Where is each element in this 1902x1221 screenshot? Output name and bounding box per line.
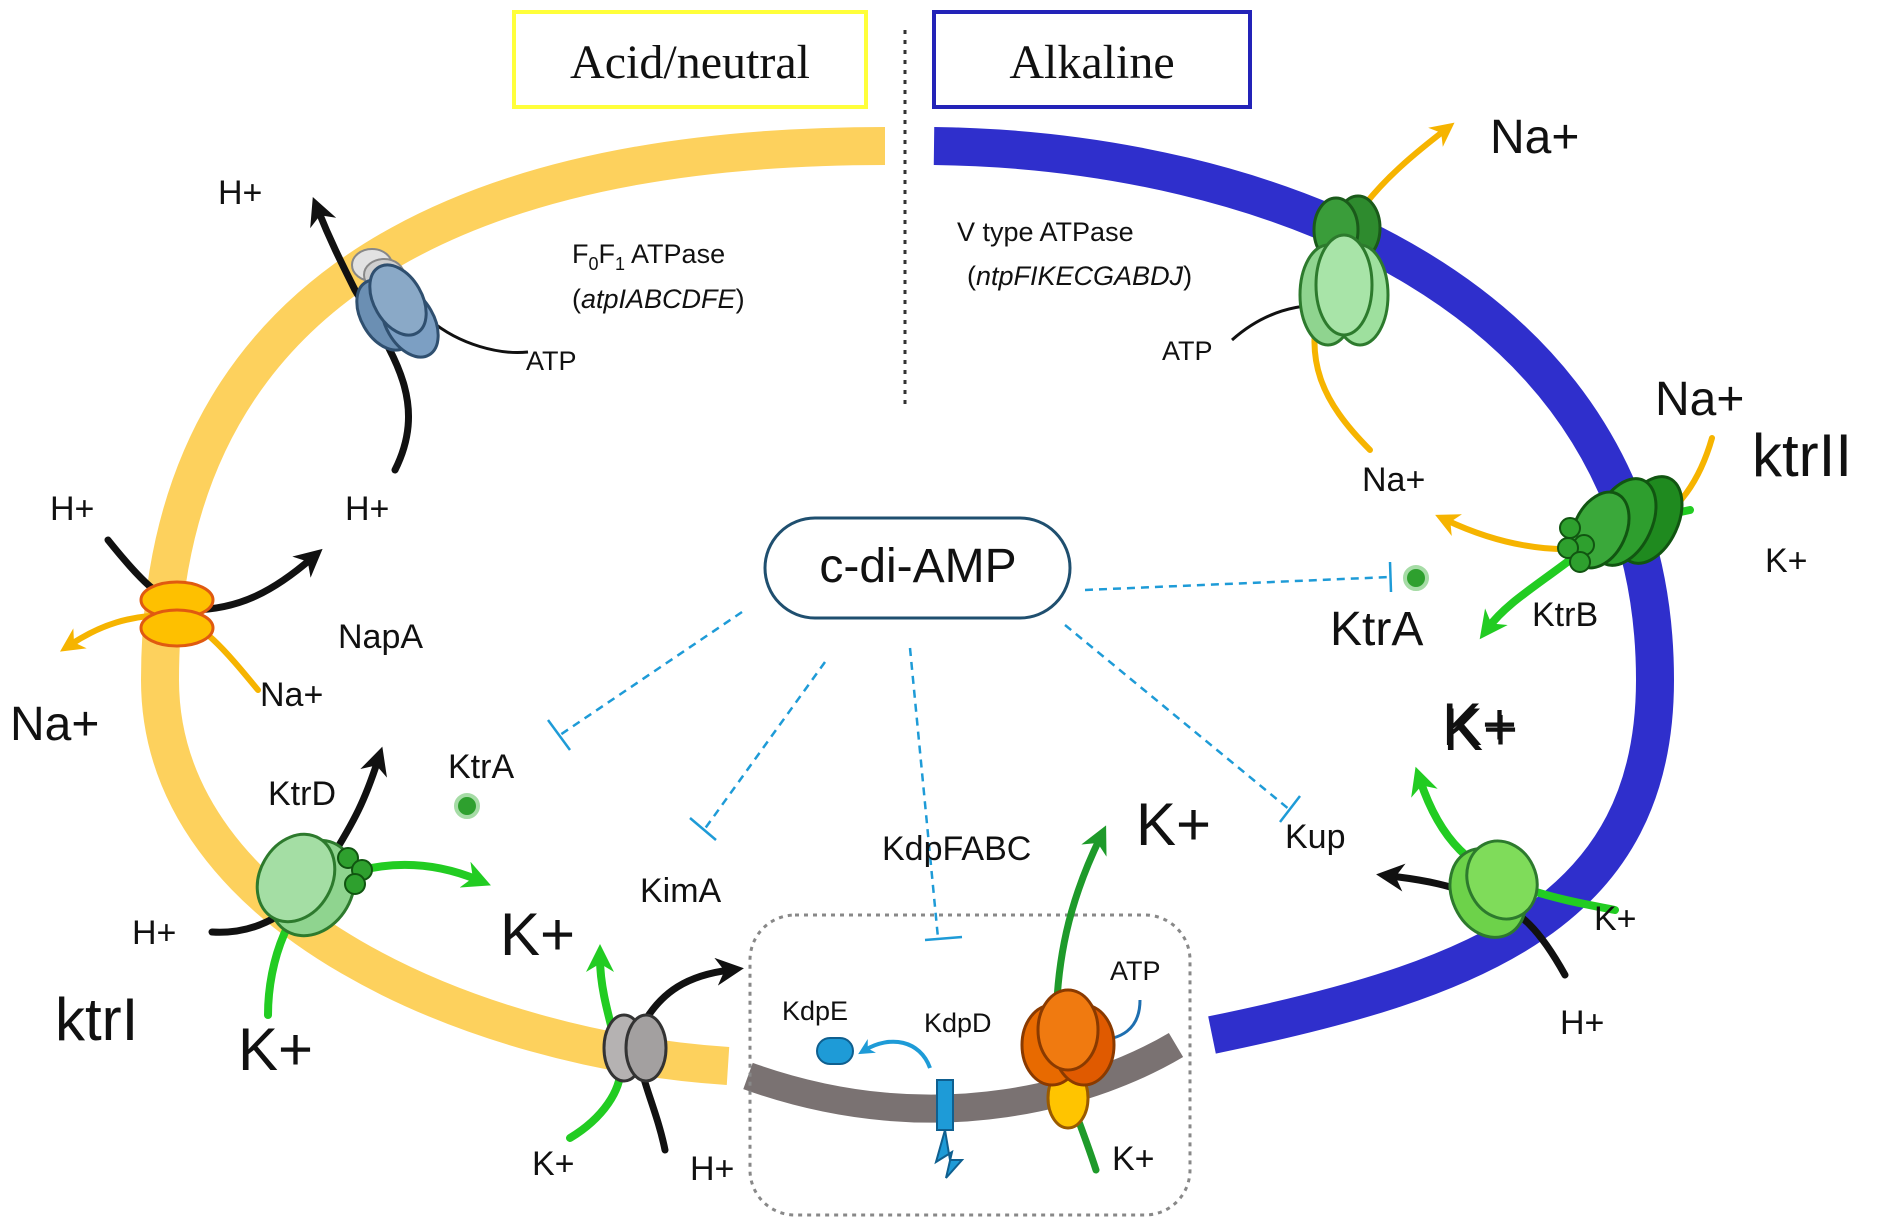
napa-sodium-in: Na+ <box>260 676 323 714</box>
inhibit-ktra-left <box>559 610 743 737</box>
kdpd-icon <box>936 1079 954 1131</box>
ktr2-sodium-out: Na+ <box>1362 461 1425 499</box>
kdpd-label: KdpD <box>924 1008 992 1038</box>
acid-header-box <box>512 10 868 109</box>
kup-transporter-icon <box>1448 839 1539 939</box>
alkaline-header: Alkaline <box>1009 36 1174 89</box>
kima-proton-label: H+ <box>690 1150 734 1188</box>
kdp-box <box>748 913 1192 1217</box>
kdpe-icon <box>816 1037 854 1065</box>
c-di-amp-label: c-di-AMP <box>819 540 1016 593</box>
f0f1-genes: (atpIABCDFE) <box>572 284 745 314</box>
f0f1-proton-out: H+ <box>218 174 262 212</box>
napa-proton-in-left: H+ <box>50 490 94 528</box>
ktr1-system-label: ktrI <box>55 986 138 1053</box>
kima-name: KimA <box>640 872 722 910</box>
kdpfabc-transporter-icon <box>1020 988 1116 1130</box>
kima-potassium-in: K+ <box>532 1145 575 1183</box>
ktr1-potassium-in: K+ <box>238 1016 313 1083</box>
kup-potassium-in: K+ <box>1594 900 1637 938</box>
ktr2-system-label: ktrII <box>1752 422 1852 489</box>
inhibit-ktra-right-bar <box>1388 561 1393 593</box>
napa-sodium-out: Na+ <box>10 698 99 751</box>
ktra-right-icon <box>1403 565 1429 591</box>
inhibit-kdp <box>908 647 940 939</box>
ktra-left-icon <box>454 793 480 819</box>
ktrb-label: KtrB <box>1532 596 1598 634</box>
ktrd-label: KtrD <box>268 775 336 813</box>
vtype-sodium-out: Na+ <box>1490 111 1579 164</box>
ktr2-potassium-out: K+ <box>1442 691 1517 758</box>
ktra-right-label: KtrA <box>1330 603 1423 656</box>
ktr2-sodium-in: Na+ <box>1655 373 1744 426</box>
kup-potassium-out: K+ <box>1443 696 1518 763</box>
ktr2-potassium-in: K+ <box>1765 542 1808 580</box>
c-di-amp-node[interactable] <box>763 516 1072 620</box>
vtype-name: V type ATPase <box>957 217 1134 247</box>
kdp-potassium-in: K+ <box>1112 1140 1155 1178</box>
f0f1-proton-in: H+ <box>345 490 389 528</box>
inhibit-ktra-right <box>1084 575 1391 592</box>
kima-transporter-icon <box>602 1013 668 1083</box>
inhibit-kima <box>702 661 827 831</box>
ktrd-transporter-icon <box>255 832 373 938</box>
kdp-potassium-out: K+ <box>1136 791 1211 858</box>
inhibit-kup-bar <box>1279 795 1301 823</box>
napa-transporter-icon <box>139 580 215 648</box>
alkaline-membrane <box>933 127 1675 1054</box>
inner-membrane <box>743 1032 1184 1123</box>
kdpfabc-label: KdpFABC <box>882 830 1031 868</box>
kdp-atp-label: ATP <box>1110 956 1161 986</box>
kdpd-signal-icon <box>934 1129 965 1179</box>
inhibit-kup <box>1064 624 1291 811</box>
kdpd-to-kdpe-arrow <box>858 1039 932 1069</box>
ktr1-potassium-out: K+ <box>500 901 575 968</box>
vtype-atpase-icon <box>1298 194 1390 347</box>
inhibit-kdp-bar <box>924 935 963 942</box>
inhibit-ktra-left-bar <box>546 719 572 751</box>
acid-header: Acid/neutral <box>570 36 810 89</box>
kdpe-label: KdpE <box>782 996 848 1026</box>
ktrb-transporter-icon <box>1557 475 1684 573</box>
ktra-left-label: KtrA <box>448 748 514 786</box>
vtype-atp-label: ATP <box>1162 336 1213 366</box>
f0f1-atp-line <box>429 318 529 354</box>
napa-name: NapA <box>338 618 423 656</box>
vtype-genes: (ntpFIKECGABDJ) <box>967 261 1192 291</box>
f0f1-atp-label: ATP <box>526 346 577 376</box>
f0f1-name: F0F1 ATPase <box>572 239 725 274</box>
kup-proton-label: H+ <box>1560 1004 1604 1042</box>
ktr1-proton-label: H+ <box>132 914 176 952</box>
inhibit-kima-bar <box>689 817 717 841</box>
alkaline-header-box <box>932 10 1252 109</box>
f0f1-atpase-icon <box>351 248 440 359</box>
kup-name: Kup <box>1285 818 1346 856</box>
